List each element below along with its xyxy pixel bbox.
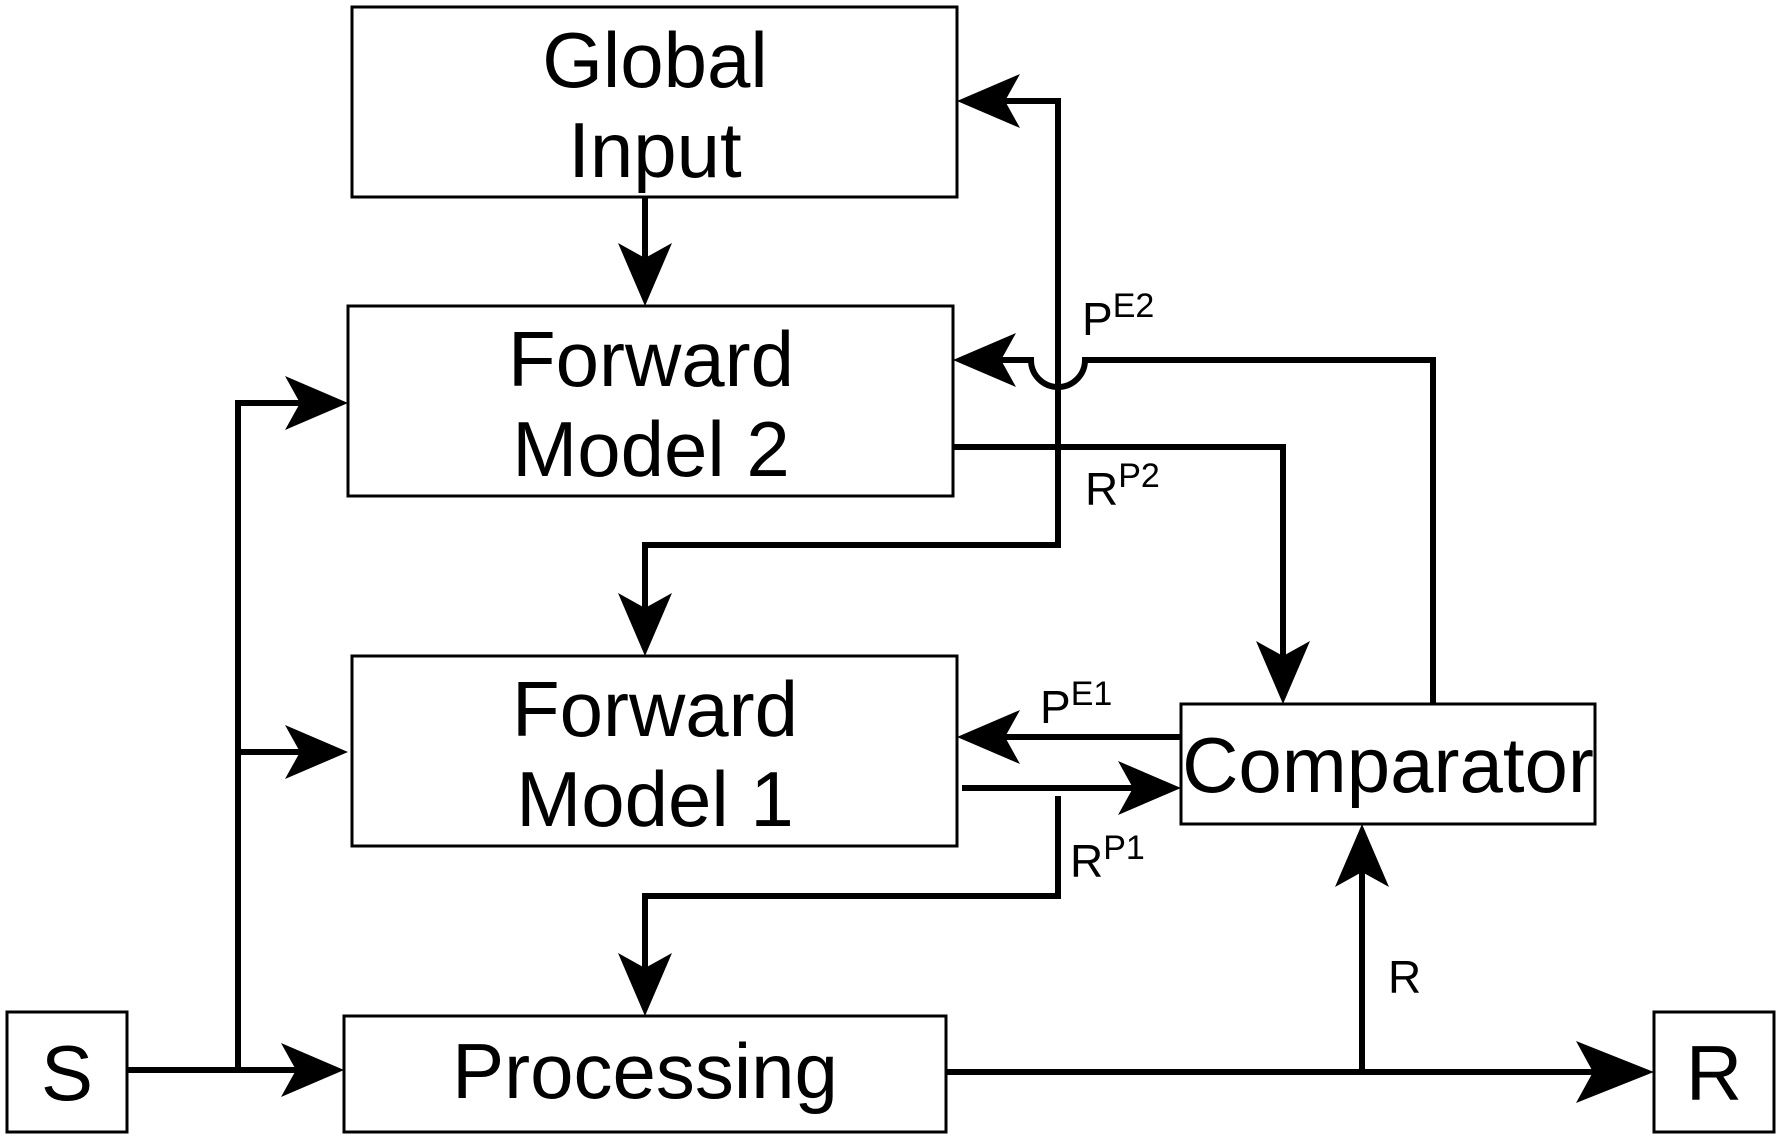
rp2-label: RP2 — [1085, 457, 1160, 515]
r-label: R — [1686, 1029, 1742, 1117]
arrow-head-into-comparator-top — [1256, 641, 1310, 704]
pe2-feedback-line — [997, 357, 1436, 704]
comparator-node: Comparator — [1179, 702, 1597, 826]
arrow-head-into-global-input — [957, 74, 1020, 128]
arrow-head-into-comparator-bottom — [1335, 824, 1389, 887]
arrow-head-into-forward-model-2-right — [953, 333, 1016, 387]
global-input-label-line2: Input — [568, 106, 742, 194]
r-box — [1652, 1010, 1776, 1134]
comparator-box — [1179, 702, 1597, 826]
arrow-head-into-r — [1576, 1041, 1654, 1103]
arrow-head-into-processing-top — [618, 953, 672, 1016]
s-label: S — [41, 1029, 93, 1117]
arrow-head-into-forward-model-1-top — [618, 593, 672, 656]
arrow-head-into-forward-model-1-right — [957, 710, 1020, 764]
processing-box — [342, 1014, 948, 1134]
global-input-label-line1: Global — [542, 16, 767, 104]
forward-model-1-label-line1: Forward — [512, 665, 798, 753]
r-node: R — [1652, 1010, 1776, 1134]
arrow-head-into-comparator-left — [1118, 761, 1181, 815]
arrow-head-into-processing — [281, 1043, 344, 1097]
global-input-node: Global Input — [350, 5, 959, 199]
processing-label: Processing — [452, 1027, 838, 1115]
forward-model-1-label-line2: Model 1 — [516, 755, 794, 843]
r-edge-label: R — [1388, 951, 1421, 1003]
arrow-head-into-forward-model-2-left — [285, 376, 348, 430]
global-input-box — [350, 5, 959, 199]
s-node: S — [5, 1010, 129, 1134]
arrow-head-into-forward-model-2-top — [618, 243, 672, 306]
arrow-head-into-forward-model-1-left — [285, 725, 348, 779]
forward-model-1-box — [350, 654, 959, 848]
forward-model-2-label-line1: Forward — [508, 315, 794, 403]
forward-model-1-node: Forward Model 1 — [350, 654, 959, 848]
rp1-to-processing-line — [642, 796, 1061, 972]
pe2-label: PE2 — [1082, 287, 1154, 345]
forward-model-2-output-line — [953, 444, 1286, 660]
forward-model-vertical-line — [1001, 98, 1061, 545]
forward-model-2-label-line2: Model 2 — [512, 405, 790, 493]
comparator-label: Comparator — [1182, 721, 1594, 809]
forward-model-2-box — [346, 304, 955, 498]
forward-model-2-node: Forward Model 2 — [346, 304, 955, 498]
branch-to-forward-model-1-top-line — [642, 542, 1061, 612]
rp1-label: RP1 — [1070, 829, 1145, 887]
processing-node: Processing — [342, 1014, 948, 1134]
s-box — [5, 1010, 129, 1134]
pe1-label: PE1 — [1040, 675, 1112, 733]
